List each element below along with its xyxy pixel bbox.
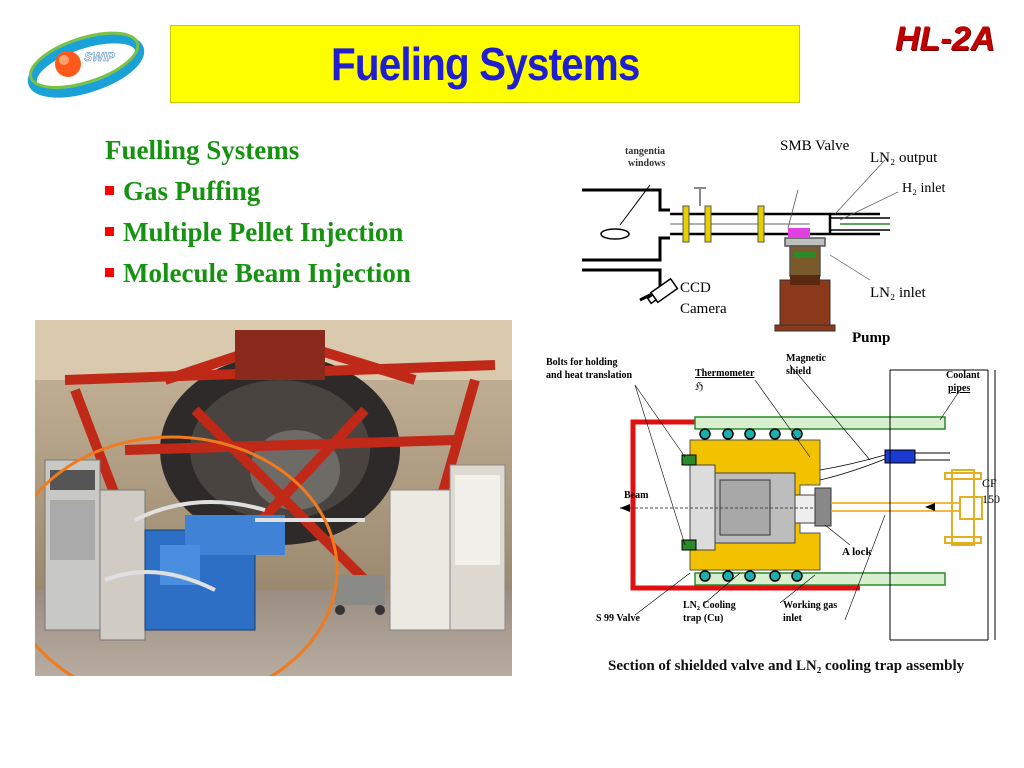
smb-valve-label: SMB Valve bbox=[780, 138, 850, 154]
bullet-text: Gas Puffing bbox=[123, 176, 261, 206]
magnetic-shield-label-1: Magnetic bbox=[786, 353, 827, 364]
bolts-label-2: and heat translation bbox=[546, 370, 633, 381]
ccd-label: CCD bbox=[680, 280, 711, 296]
bullet-marker bbox=[105, 186, 114, 195]
pump-label: Pump bbox=[852, 330, 890, 346]
molecule-beam-setup-diagram: tangentia windows SMB Valve LN₂ output H… bbox=[582, 138, 945, 346]
working-gas-label-2: inlet bbox=[783, 613, 803, 624]
magnetic-shield-label-2: shield bbox=[786, 366, 811, 377]
thermometer-label: Thermometer bbox=[695, 368, 755, 379]
tangential-windows-label-1: tangentia bbox=[625, 146, 665, 157]
bullet-marker bbox=[105, 227, 114, 236]
beam-label: Beam bbox=[624, 490, 649, 501]
cf-label: CF bbox=[982, 476, 997, 490]
swip-logo: SWIP bbox=[24, 24, 148, 100]
hl2a-brand: HL-2A bbox=[895, 20, 996, 58]
ln2-trap-label-1: LN₂ Cooling bbox=[683, 600, 736, 611]
tangential-windows-label-2: windows bbox=[628, 158, 665, 169]
bullet-text: Multiple Pellet Injection bbox=[123, 217, 404, 247]
ln2-output-label: LN₂ output bbox=[870, 150, 938, 166]
bullet-text: Molecule Beam Injection bbox=[123, 258, 411, 288]
logo-text: SWIP bbox=[84, 50, 116, 64]
title-banner: Fueling Systems bbox=[170, 25, 800, 103]
bullet-item: Gas Puffing bbox=[105, 171, 411, 212]
shielded-valve-section-diagram: ℌ Bolts for holding and heat translation… bbox=[546, 353, 1000, 641]
coolant-pipes-label-2: pipes bbox=[948, 383, 970, 394]
bullet-heading: Fuelling Systems bbox=[105, 135, 300, 165]
working-gas-label-1: Working gas bbox=[783, 600, 837, 611]
cf-value-label: 150 bbox=[982, 492, 1000, 506]
s99-valve-label: S 99 Valve bbox=[596, 613, 640, 624]
coolant-pipes-label-1: Coolant bbox=[946, 370, 981, 381]
camera-label: Camera bbox=[680, 301, 727, 317]
facility-photo bbox=[35, 320, 512, 676]
a-lock-label: A lock bbox=[842, 546, 873, 558]
page-title: Fueling Systems bbox=[330, 38, 640, 90]
bullet-marker bbox=[105, 268, 114, 277]
ln2-inlet-label: LN₂ inlet bbox=[870, 285, 926, 301]
highlight-ellipse bbox=[35, 435, 339, 676]
h2-inlet-label: H₂ inlet bbox=[902, 181, 945, 196]
bullet-list: Fuelling Systems Gas Puffing Multiple Pe… bbox=[105, 130, 411, 294]
ln2-trap-label-2: trap (Cu) bbox=[683, 613, 723, 624]
bullet-item: Molecule Beam Injection bbox=[105, 253, 411, 294]
bolts-label-1: Bolts for holding bbox=[546, 357, 618, 368]
thermometer-symbol: ℌ bbox=[695, 381, 703, 393]
bullet-item: Multiple Pellet Injection bbox=[105, 212, 411, 253]
diagram-caption: Section of shielded valve and LN₂ coolin… bbox=[608, 658, 965, 674]
